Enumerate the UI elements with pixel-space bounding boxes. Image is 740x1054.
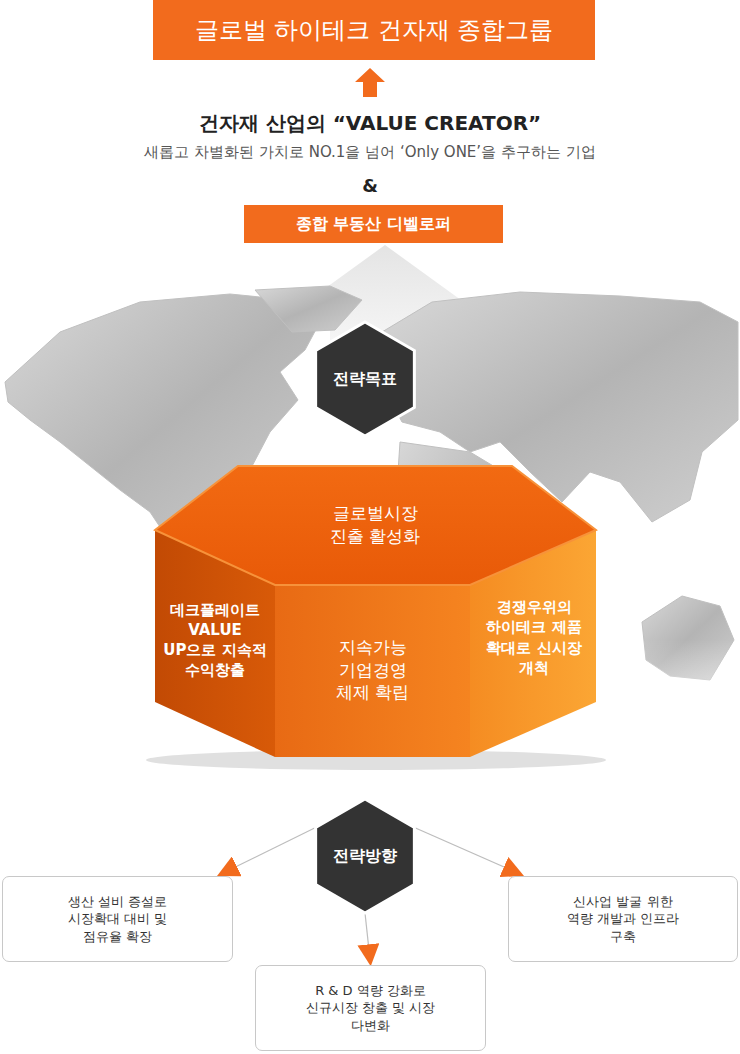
direction-box: 신사업 발굴 위한 역량 개발과 인프라 구축 [508, 876, 738, 962]
node-text: R & D 역량 강화로 신규시장 창출 및 시장 다변화 [296, 982, 446, 1035]
prism-face: 지속가능 기업경영 체제 확립 [285, 600, 460, 740]
title-banner: 글로벌 하이테크 건자재 종합그룹 [153, 0, 595, 60]
node-text: 지속가능 기업경영 체제 확립 [325, 636, 420, 705]
node-text: 생산 설비 증설로 시장확대 대비 및 점유율 확장 [58, 893, 178, 946]
direction-box: R & D 역량 강화로 신규시장 창출 및 시장 다변화 [255, 965, 486, 1051]
hexagon-badge: 전략방향 [312, 797, 418, 915]
connector [219, 828, 316, 876]
prism-face: 데크플레이트 VALUE UP으로 지속적 수익창출 [157, 575, 273, 705]
connector [365, 913, 371, 964]
orange-tag: 종합 부동산 디벨로퍼 [244, 205, 503, 243]
hexagon-badge: 전략목표 [312, 320, 418, 438]
node-text: 데크플레이트 VALUE UP으로 지속적 수익창출 [159, 600, 271, 681]
ampersand: & [0, 175, 740, 196]
node-text: 글로벌시장 진출 활성화 [318, 502, 433, 548]
node-text: 신사업 발굴 위한 역량 개발과 인프라 구축 [563, 893, 683, 946]
direction-box: 생산 설비 증설로 시장확대 대비 및 점유율 확장 [2, 876, 233, 962]
connector [414, 828, 522, 876]
hex-prism [146, 466, 606, 770]
orange-up-arrow [355, 68, 385, 97]
node-text: 전략목표 [333, 368, 397, 390]
subtitle: 새롭고 차별화된 가치로 NO.1을 넘어 ‘Only ONE’을 추구하는 기… [0, 143, 740, 162]
hexagon-fill [316, 322, 415, 436]
node-text: 글로벌 하이테크 건자재 종합그룹 [195, 14, 554, 46]
node-text: 경쟁우위의 하이테크 제품 확대로 신시장 개척 [479, 597, 589, 678]
prism-face: 경쟁우위의 하이테크 제품 확대로 신시장 개척 [473, 570, 595, 705]
prism-face: 글로벌시장 진출 활성화 [300, 480, 450, 570]
node-text: 전략방향 [333, 845, 397, 867]
hexagon-fill [316, 799, 415, 913]
heading: 건자재 산업의 “VALUE CREATOR” [0, 110, 740, 137]
node-text: 종합 부동산 디벨로퍼 [296, 213, 451, 235]
